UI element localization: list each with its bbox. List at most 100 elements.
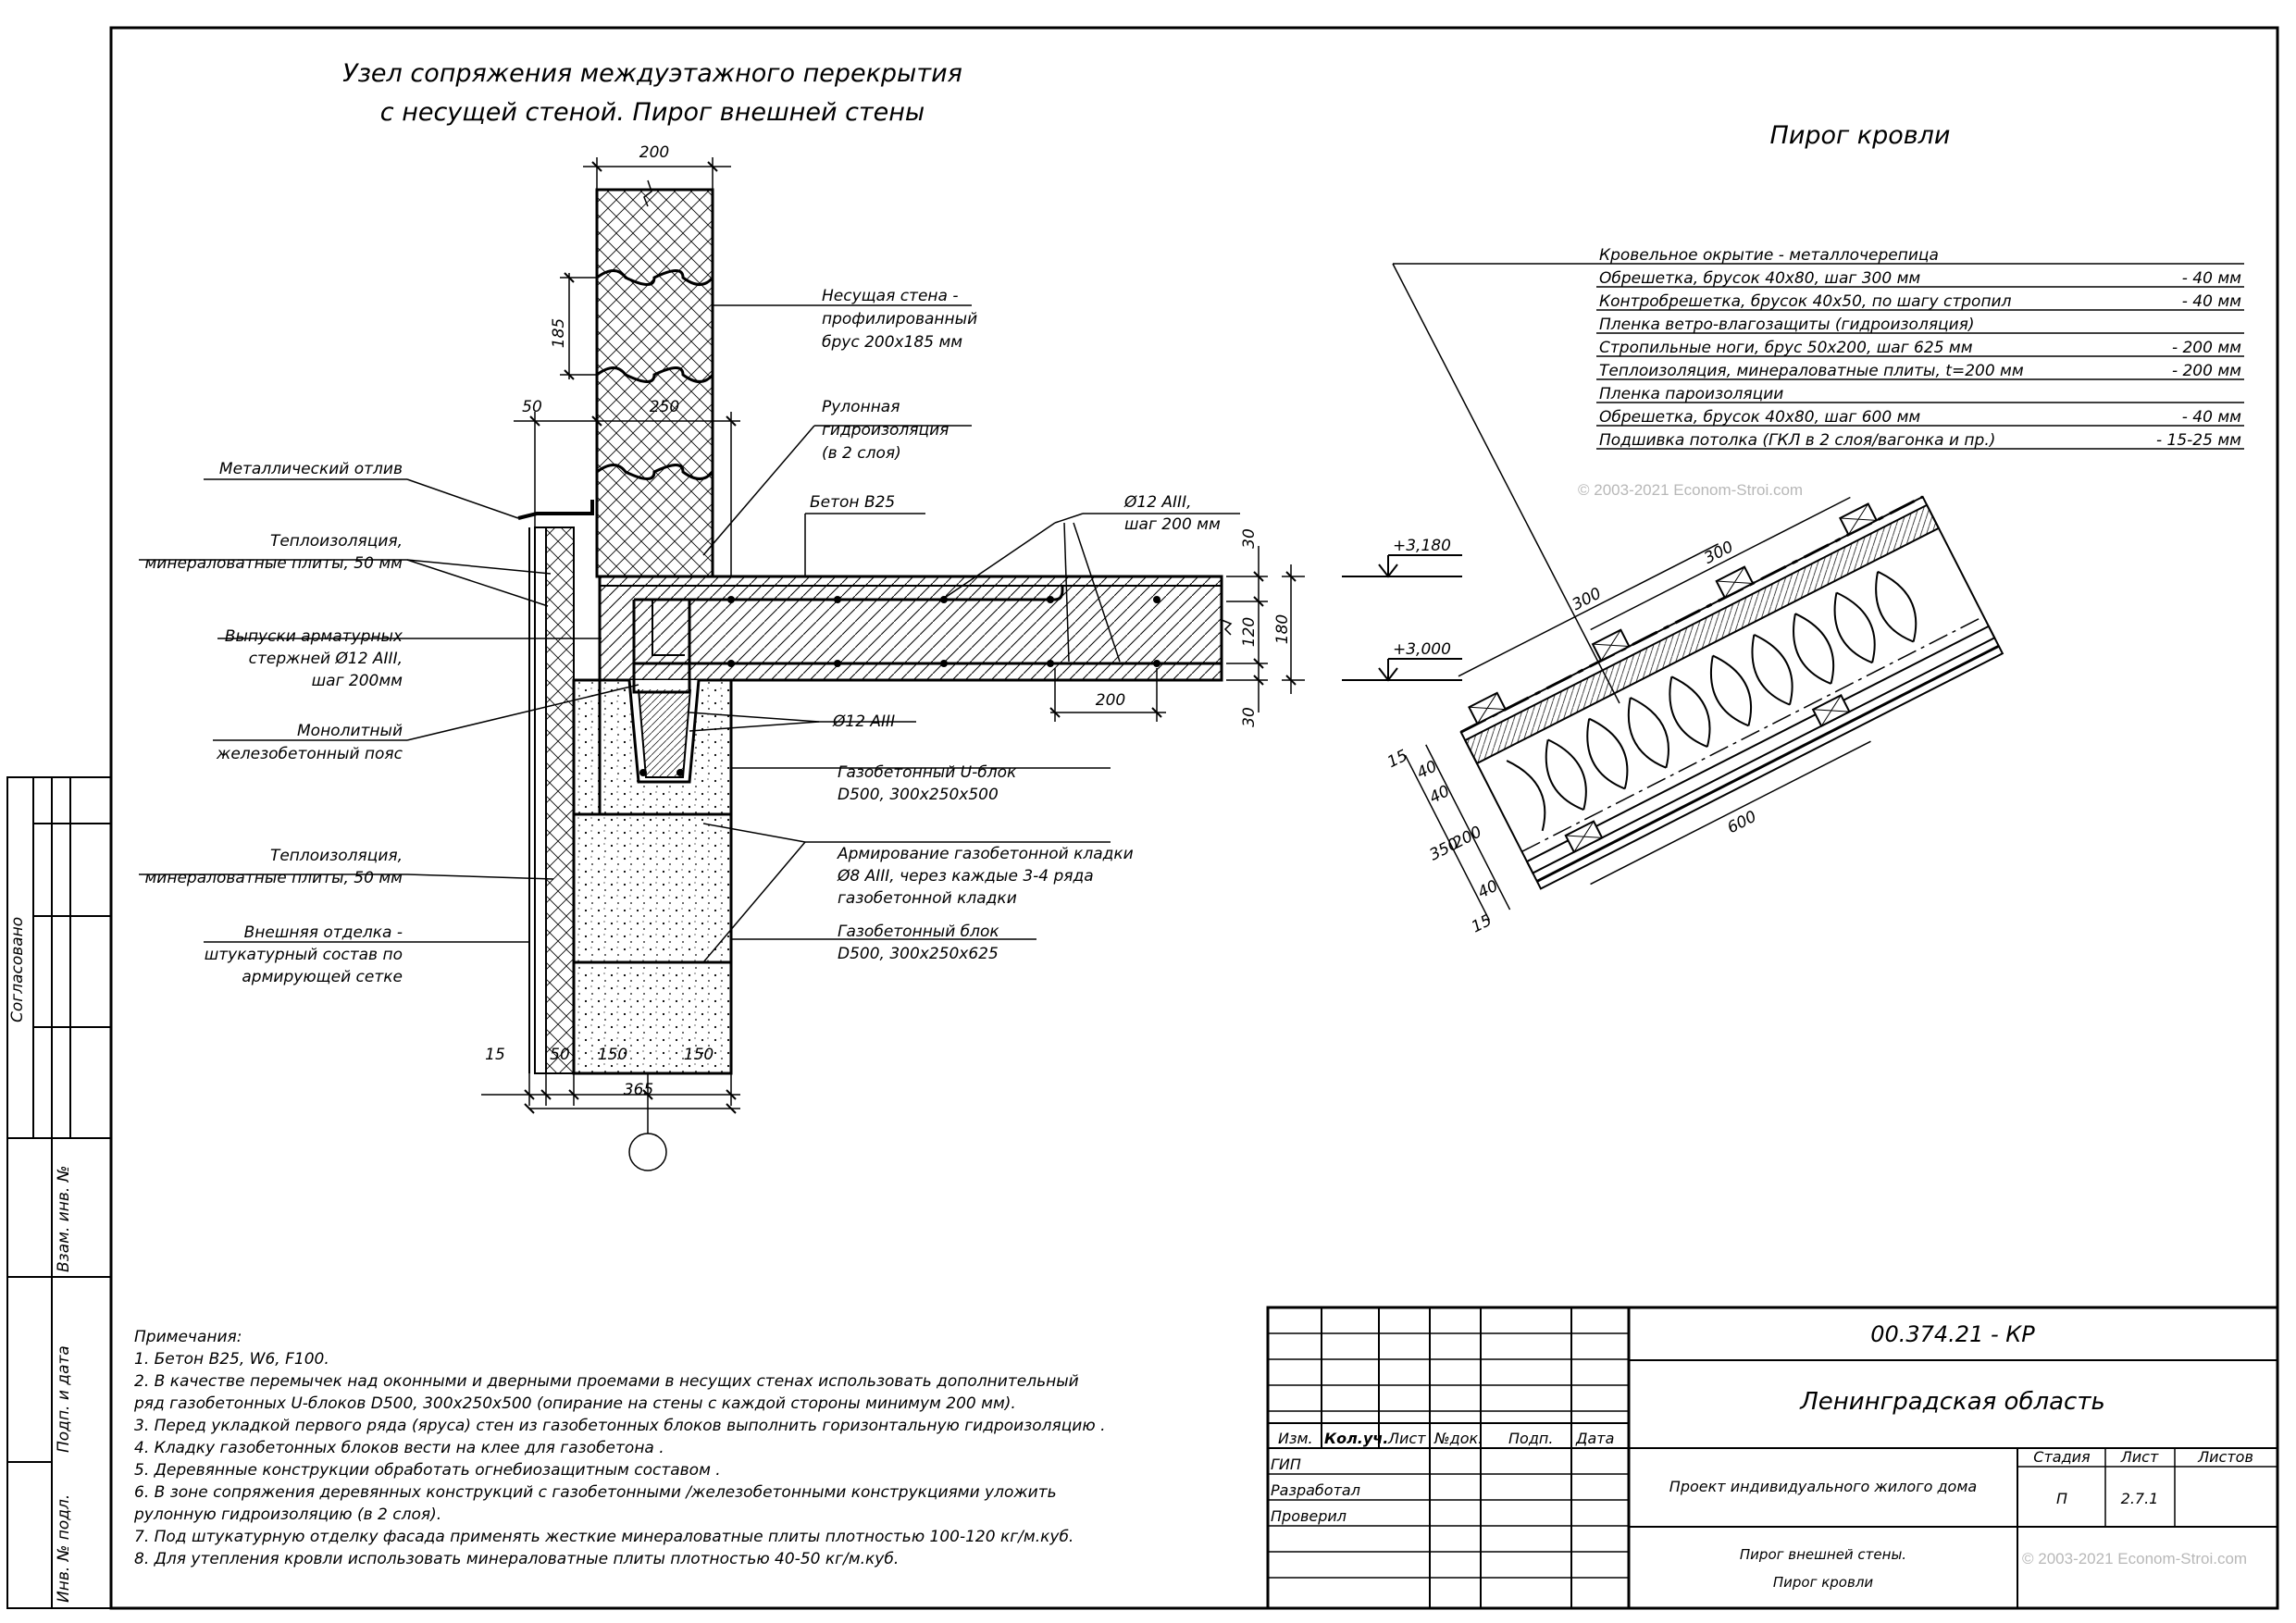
note-4: 4. Кладку газобетонных блоков вести на к…	[134, 1439, 664, 1457]
label-wall-1: Несущая стена -	[822, 287, 959, 305]
wall-leaders-left	[139, 478, 639, 943]
note-3: 3. Перед укладкой первого ряда (яруса) с…	[134, 1417, 1105, 1435]
tb-stage-header: Стадия	[2033, 1448, 2091, 1466]
notes: Примечания: 1. Бетон В25, W6, F100. 2. В…	[133, 1328, 1105, 1568]
dim-185: 185	[550, 318, 568, 348]
tb-region: Ленинградская область	[1799, 1388, 2105, 1416]
tb-code: 00.374.21 - КР	[1870, 1321, 2035, 1347]
tb-sheet-title-2: Пирог кровли	[1773, 1574, 1874, 1591]
dim-30-a: 30	[1240, 528, 1259, 549]
tb-col-list: Лист	[1387, 1430, 1426, 1447]
dim-180: 180	[1273, 614, 1292, 644]
label-finish-3: армирующей сетке	[242, 968, 403, 986]
wall-dimensions	[481, 157, 1305, 1171]
dim-200-bottom: 200	[1096, 691, 1125, 710]
label-ins2-2: минераловатные плиты, 50 мм	[144, 869, 403, 887]
label-finish-2: штукатурный состав по	[205, 946, 403, 964]
level-bottom: +3,000	[1393, 640, 1451, 659]
roof-layer-6: Теплоизоляция, минераловатные плиты, t=2…	[1599, 362, 2024, 380]
tb-project: Проект индивидуального жилого дома	[1669, 1478, 1977, 1495]
note-6: 6. В зоне сопряжения деревянных конструк…	[134, 1483, 1057, 1502]
roof-layer-6-value: - 200 мм	[2172, 362, 2241, 380]
label-rebar-top-1: Ø12 АIII,	[1123, 493, 1192, 512]
label-outlet-1: Выпуски арматурных	[225, 627, 403, 646]
roof-layer-7: Пленка пароизоляции	[1599, 385, 1783, 403]
label-flashing: Металлический отлив	[219, 460, 403, 478]
roof-layer-5-value: - 200 мм	[2172, 339, 2241, 357]
roof-title: Пирог кровли	[1770, 121, 1951, 150]
tb-role-prov: Проверил	[1271, 1507, 1347, 1525]
dim-50-left: 50	[522, 398, 542, 416]
label-rebar-top-2: шаг 200 мм	[1124, 515, 1221, 534]
roof-dim-300-b: 300	[1701, 538, 1736, 568]
label-ins1-2: минераловатные плиты, 50 мм	[144, 554, 403, 573]
tb-stage: П	[2056, 1490, 2067, 1507]
label-block-2: D500, 300х250х625	[838, 945, 999, 963]
note-2: 2. В качестве перемычек над оконными и д…	[134, 1372, 1079, 1391]
note-6b: рулонную гидроизоляцию (в 2 слоя).	[133, 1505, 441, 1524]
roof-section: 300 300 600 15 40 40 200 350 40 15	[1384, 495, 2004, 936]
tb-sheet-header: Лист	[2120, 1448, 2159, 1466]
label-wall-3: брус 200х185 мм	[822, 333, 962, 352]
tb-sheets-header: Листов	[2197, 1448, 2253, 1466]
tb-sheet: 2.7.1	[2121, 1490, 2159, 1507]
label-roll-3: (в 2 слоя)	[822, 444, 901, 463]
roof-layer-9-value: - 15-25 мм	[2156, 431, 2241, 450]
inv-vzam-label: Взам. инв. №	[55, 1166, 73, 1272]
roof-layer-1: Кровельное окрытие - металлочерепица	[1599, 246, 1939, 265]
roof-dim-300-a: 300	[1570, 585, 1605, 615]
label-arm-2: Ø8 АIII, через каждые 3-4 ряда	[837, 867, 1094, 886]
label-block-1: Газобетонный блок	[838, 923, 999, 941]
label-ublock-2: D500, 300х250х500	[838, 786, 999, 804]
note-1: 1. Бетон В25, W6, F100.	[134, 1350, 329, 1369]
roof-layer-8: Обрешетка, брусок 40х80, шаг 600 мм	[1599, 408, 1920, 427]
dim-30-b: 30	[1240, 707, 1259, 727]
roof-layer-3-value: - 40 мм	[2182, 292, 2241, 311]
dim-250: 250	[650, 398, 679, 416]
notes-heading: Примечания:	[134, 1328, 242, 1346]
dim-b150-a: 150	[598, 1046, 627, 1064]
tb-col-kol: Кол.уч.	[1324, 1430, 1388, 1447]
label-ublock-1: Газобетонный U-блок	[838, 763, 1017, 782]
wall-node-title-2: с несущей стеной. Пирог внешней стены	[380, 98, 925, 127]
label-roll-2: гидроизоляция	[822, 421, 949, 440]
label-belt-2: железобетонный пояс	[216, 745, 403, 763]
roof-layer-2-value: - 40 мм	[2182, 269, 2241, 288]
roof-legend-lines	[1392, 263, 2244, 704]
label-arm-1: Армирование газобетонной кладки	[837, 845, 1134, 863]
tb-col-izm: Изм.	[1278, 1430, 1313, 1447]
dim-b15: 15	[485, 1046, 505, 1064]
label-outlet-2: стержней Ø12 АIII,	[249, 650, 403, 668]
roof-dim-600: 600	[1724, 808, 1759, 838]
tb-role-gip: ГИП	[1271, 1456, 1301, 1473]
dim-b365: 365	[624, 1081, 653, 1099]
roof-layer-5: Стропильные ноги, брус 50х200, шаг 625 м…	[1599, 339, 1973, 357]
label-rebar-mid: Ø12 АIII	[832, 712, 895, 731]
label-belt-1: Монолитный	[297, 722, 403, 740]
tb-col-data: Дата	[1575, 1430, 1614, 1447]
agreed-label: Согласовано	[8, 917, 27, 1022]
label-outlet-3: шаг 200мм	[312, 672, 403, 690]
roof-layer-4: Пленка ветро-влагозащиты (гидроизоляция)	[1599, 316, 1975, 334]
sheet-frame	[109, 26, 2279, 1610]
label-roll-1: Рулонная	[822, 398, 900, 416]
tb-role-razrab: Разработал	[1271, 1481, 1360, 1499]
dim-b50: 50	[550, 1046, 570, 1064]
watermark-top: © 2003-2021 Econom-Stroi.com	[1578, 481, 1803, 499]
label-ins1-1: Теплоизоляция,	[270, 532, 403, 551]
sign-date-label: Подп. и дата	[55, 1345, 73, 1453]
wall-leaders-right	[689, 304, 1240, 963]
level-marks	[1342, 554, 1462, 682]
roof-layer-9: Подшивка потолка (ГКЛ в 2 слоя/вагонка и…	[1599, 431, 1995, 450]
tb-col-podp: Подп.	[1508, 1430, 1553, 1447]
inv-podl-label: Инв. № подл.	[55, 1494, 73, 1603]
roof-dim-15-top: 15	[1384, 747, 1410, 773]
dim-120: 120	[1240, 617, 1259, 647]
dim-b150-b: 150	[684, 1046, 714, 1064]
note-5: 5. Деревянные конструкции обработать огн…	[134, 1461, 721, 1480]
label-wall-2: профилированный	[822, 310, 977, 328]
left-strip	[6, 776, 112, 1609]
label-ins2-1: Теплоизоляция,	[270, 847, 403, 865]
label-arm-3: газобетонной кладки	[838, 889, 1017, 908]
